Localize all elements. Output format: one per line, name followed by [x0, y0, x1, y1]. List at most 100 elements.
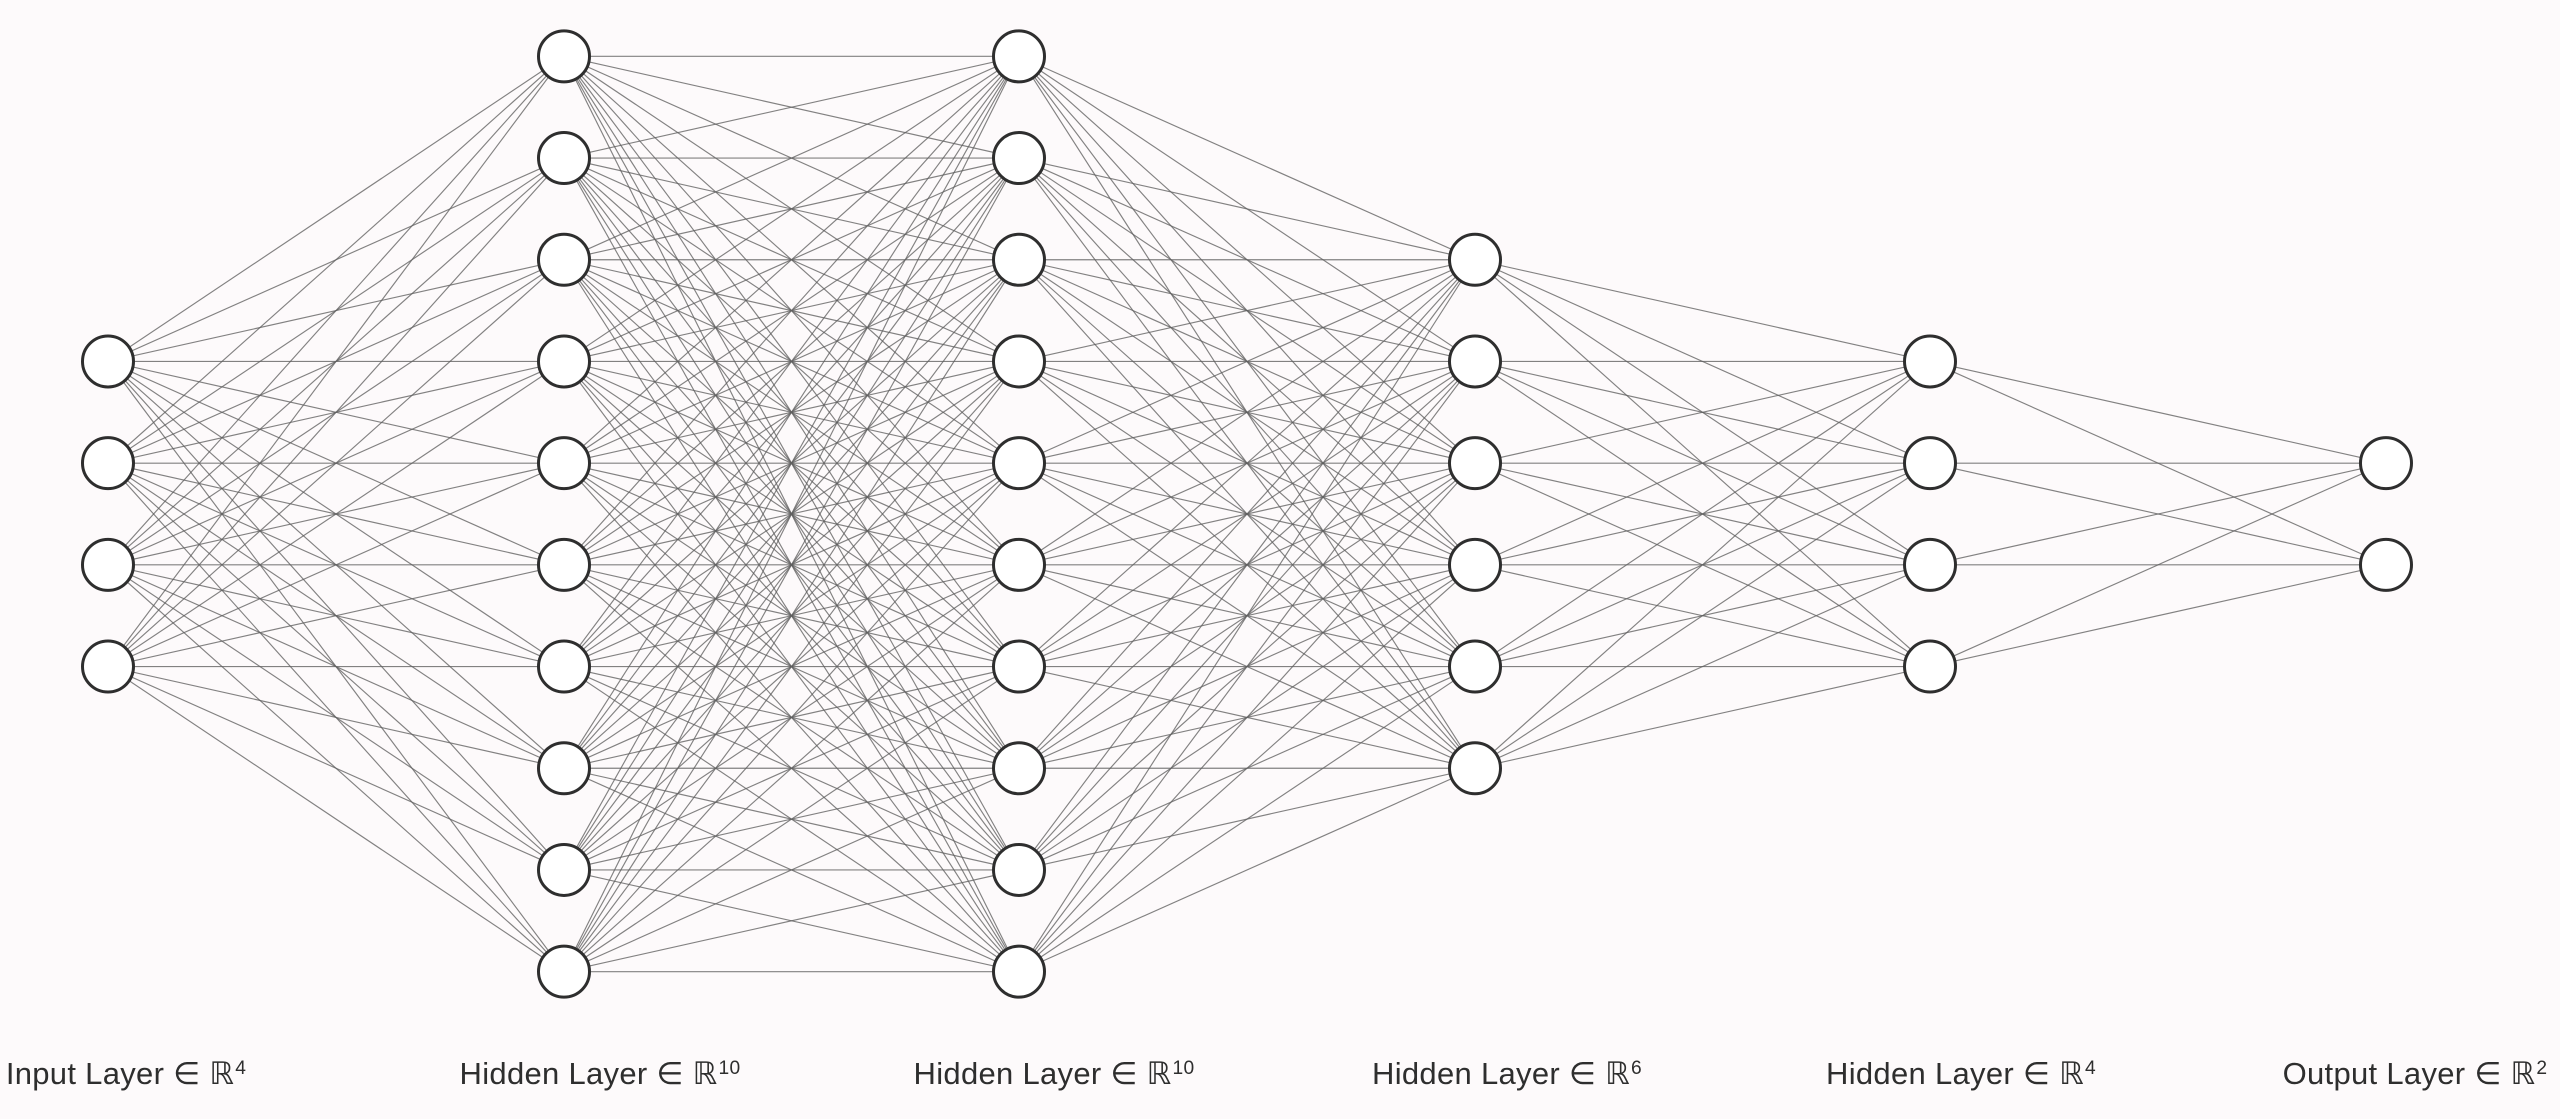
synapse-edge — [107, 55, 565, 362]
synapse-edge — [107, 55, 565, 464]
layer-label-input: Input Layer ∈ ℝ4 — [6, 1058, 246, 1089]
synapse-edge — [563, 666, 1020, 973]
synapse-edge — [563, 361, 1020, 972]
neuron-node-hidden-3 — [1448, 741, 1502, 796]
synapse-edge — [1929, 564, 2387, 668]
synapse-edge — [563, 869, 1020, 973]
neuron-node-input — [81, 537, 135, 592]
synapse-edge — [563, 767, 1020, 973]
layer-label-exponent: 6 — [1631, 1058, 1642, 1080]
neuron-node-input — [81, 639, 135, 694]
synapse-edge — [1018, 259, 1476, 566]
layer-label-text: Hidden Layer ∈ ℝ — [459, 1056, 718, 1091]
synapse-edge — [563, 55, 1020, 464]
synapse-edge — [563, 56, 1020, 972]
layer-label-text: Hidden Layer ∈ ℝ — [913, 1056, 1172, 1091]
synapse-edge — [1929, 360, 2387, 464]
neuron-node-hidden-3 — [1448, 232, 1502, 287]
neuron-node-hidden-3 — [1448, 334, 1502, 389]
synapse-edge — [563, 56, 1020, 667]
synapse-edge — [563, 55, 1020, 261]
neuron-node-hidden-2 — [992, 639, 1046, 694]
nodes-layer — [81, 29, 2413, 999]
synapse-edge — [1474, 361, 1931, 769]
synapse-edge — [1929, 462, 2387, 668]
synapse-edge — [563, 259, 1020, 972]
neuron-node-hidden-1 — [537, 944, 591, 999]
synapse-edge — [563, 55, 1020, 159]
layer-label-hidden-4: Hidden Layer ∈ ℝ4 — [1826, 1058, 2096, 1089]
layer-label-exponent: 10 — [718, 1058, 741, 1080]
layer-label-output: Output Layer ∈ ℝ2 — [2283, 1058, 2548, 1089]
synapse-edge — [107, 462, 565, 668]
neuron-node-hidden-1 — [537, 537, 591, 592]
synapse-edge — [563, 56, 1020, 769]
layer-label-hidden-2: Hidden Layer ∈ ℝ10 — [914, 1058, 1195, 1089]
layer-label-exponent: 4 — [2085, 1058, 2096, 1080]
neuron-node-hidden-2 — [992, 944, 1046, 999]
neuron-node-hidden-1 — [537, 131, 591, 186]
synapse-edge — [1474, 462, 1931, 769]
neuron-node-hidden-2 — [992, 29, 1046, 84]
synapse-edge — [1018, 157, 1476, 261]
neuron-node-hidden-3 — [1448, 537, 1502, 592]
synapse-edge — [563, 564, 1020, 973]
synapse-edge — [107, 259, 565, 667]
synapse-edge — [1474, 259, 1931, 363]
neuron-node-hidden-4 — [1903, 334, 1957, 389]
synapse-edge — [1474, 665, 1931, 769]
layer-label-text: Hidden Layer ∈ ℝ — [1826, 1056, 2084, 1091]
synapse-edge — [1474, 564, 1931, 769]
layer-label-text: Hidden Layer ∈ ℝ — [1372, 1056, 1630, 1091]
neuron-node-hidden-1 — [537, 842, 591, 897]
neuron-node-hidden-4 — [1903, 436, 1957, 491]
synapse-edge — [563, 462, 1020, 973]
synapse-edge — [107, 55, 565, 566]
synapse-edge — [1474, 360, 1931, 668]
neuron-node-input — [81, 436, 135, 491]
neuron-node-hidden-4 — [1903, 537, 1957, 592]
synapse-edge — [563, 157, 1020, 972]
neuron-node-output — [2359, 436, 2413, 491]
synapse-edge — [1018, 462, 1476, 973]
synapse-edge — [1018, 259, 1476, 972]
synapse-edge — [1018, 767, 1476, 973]
synapse-edge — [1018, 361, 1476, 972]
synapse-edge — [107, 666, 565, 871]
layer-label-exponent: 4 — [235, 1058, 247, 1080]
neuron-node-hidden-3 — [1448, 639, 1502, 694]
neuron-node-hidden-2 — [992, 436, 1046, 491]
synapse-edge — [107, 665, 565, 769]
neuron-node-hidden-2 — [992, 741, 1046, 796]
neuron-node-hidden-4 — [1903, 639, 1957, 694]
synapse-edge — [1474, 360, 1931, 464]
neuron-node-input — [81, 334, 135, 389]
neuron-node-hidden-2 — [992, 232, 1046, 287]
neuron-node-hidden-3 — [1448, 436, 1502, 491]
synapse-edge — [1018, 564, 1476, 973]
layer-label-text: Output Layer ∈ ℝ — [2282, 1056, 2536, 1091]
synapse-edge — [1018, 55, 1476, 261]
synapse-edge — [1018, 259, 1476, 769]
synapse-edge — [563, 56, 1020, 871]
synapse-edge — [107, 360, 565, 668]
layer-label-exponent: 2 — [2536, 1058, 2548, 1080]
synapse-edge — [107, 666, 565, 973]
neuron-node-hidden-1 — [537, 436, 591, 491]
synapse-edge — [1018, 259, 1476, 464]
layer-label-text: Input Layer ∈ ℝ — [5, 1056, 235, 1091]
layer-label-hidden-3: Hidden Layer ∈ ℝ6 — [1372, 1058, 1642, 1089]
synapse-edge — [1018, 259, 1476, 871]
synapse-edge — [1018, 666, 1476, 973]
neuron-node-hidden-1 — [537, 29, 591, 84]
neuron-node-output — [2359, 537, 2413, 592]
neuron-node-hidden-1 — [537, 334, 591, 389]
neuron-node-hidden-1 — [537, 232, 591, 287]
neuron-node-hidden-2 — [992, 842, 1046, 897]
neuron-node-hidden-2 — [992, 131, 1046, 186]
layer-label-hidden-1: Hidden Layer ∈ ℝ10 — [460, 1058, 741, 1089]
layer-label-exponent: 10 — [1172, 1058, 1195, 1080]
neuron-node-hidden-2 — [992, 334, 1046, 389]
